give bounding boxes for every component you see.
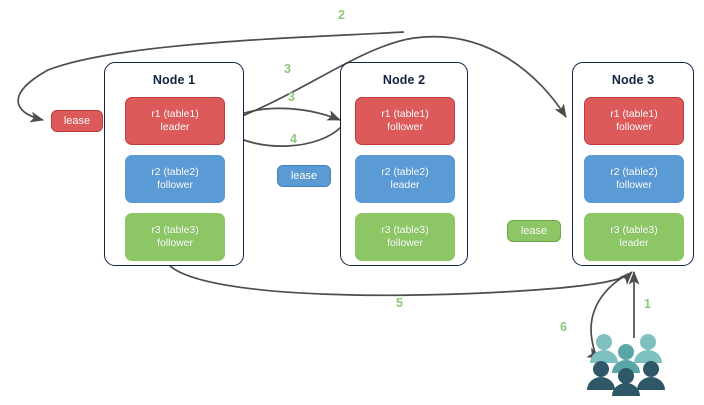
users-icon (587, 334, 665, 396)
node-1-replica-r2-line1: r2 (table2) (151, 166, 199, 178)
node-3-replica-r1-line1: r1 (table1) (610, 108, 658, 120)
node-1-replica-r1[interactable]: r1 (table1) leader (125, 97, 225, 145)
node-2-replica-r2-line2: leader (390, 180, 420, 191)
edge-label-5: 5 (396, 296, 403, 310)
node-3[interactable]: Node 3 r1 (table1) follower r2 (table2) … (572, 62, 694, 266)
node-3-replica-r3[interactable]: r3 (table3) leader (584, 213, 684, 261)
edge-label-6: 6 (560, 320, 567, 334)
node-3-replica-r1[interactable]: r1 (table1) follower (584, 97, 684, 145)
node-1[interactable]: Node 1 r1 (table1) leader r2 (table2) fo… (104, 62, 244, 266)
node-3-replica-r1-line2: follower (616, 122, 652, 133)
node-1-replica-r1-line2: leader (160, 122, 190, 133)
node-3-replica-r3-line1: r3 (table3) (610, 224, 658, 236)
node-2[interactable]: Node 2 r1 (table1) follower r2 (table2) … (340, 62, 468, 266)
node-3-replica-r2-line1: r2 (table2) (610, 166, 658, 178)
node-2-replica-r1-line1: r1 (table1) (381, 108, 429, 120)
node-1-title: Node 1 (152, 73, 196, 87)
node-1-replica-r3-line2: follower (157, 238, 193, 249)
edge-3a-path (223, 35, 567, 124)
edge-label-4: 4 (290, 132, 297, 146)
edge-2-path (17, 31, 405, 123)
node-3-title: Node 3 (611, 73, 655, 87)
lease-blue[interactable]: lease (277, 165, 331, 187)
node-3-replica-r2-line2: follower (616, 180, 652, 191)
node-2-replica-r1-line2: follower (387, 122, 423, 133)
node-2-title: Node 2 (382, 73, 426, 87)
node-1-replica-r3[interactable]: r3 (table3) follower (125, 213, 225, 261)
edge-5-path (169, 265, 633, 297)
edge-label-3a: 3 (284, 62, 291, 76)
edge-label-2: 2 (338, 8, 345, 22)
node-2-replica-r2-line1: r2 (table2) (381, 166, 429, 178)
edge-4-path (227, 123, 345, 147)
edge-label-3b: 3 (288, 90, 295, 104)
node-2-replica-r1[interactable]: r1 (table1) follower (355, 97, 455, 145)
node-2-replica-r3-line1: r3 (table3) (381, 224, 429, 236)
node-1-replica-r3-line1: r3 (table3) (151, 224, 199, 236)
node-3-replica-r3-line2: leader (619, 238, 649, 249)
lease-green[interactable]: lease (507, 220, 561, 242)
node-1-replica-r2[interactable]: r2 (table2) follower (125, 155, 225, 203)
lease-red[interactable]: lease (51, 110, 103, 132)
edge-label-1: 1 (644, 297, 651, 311)
node-1-replica-r1-line1: r1 (table1) (151, 108, 199, 120)
node-2-replica-r2[interactable]: r2 (table2) leader (355, 155, 455, 203)
node-2-replica-r3-line2: follower (387, 238, 423, 249)
node-2-replica-r3[interactable]: r3 (table3) follower (355, 213, 455, 261)
node-3-replica-r2[interactable]: r2 (table2) follower (584, 155, 684, 203)
node-1-replica-r2-line2: follower (157, 180, 193, 191)
